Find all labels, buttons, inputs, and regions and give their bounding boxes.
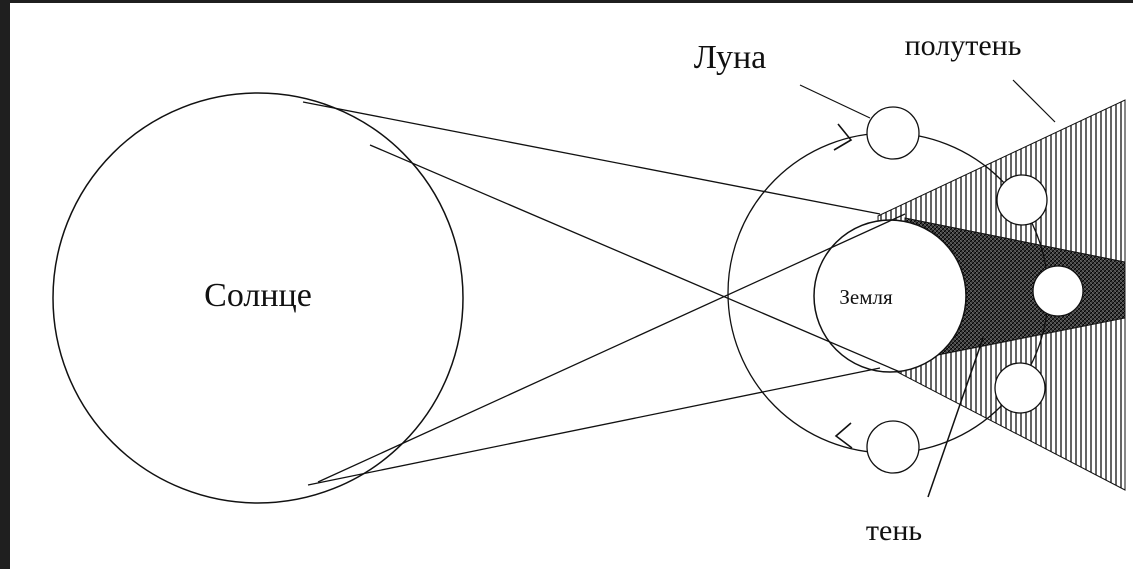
penumbra-leader-line [1013, 80, 1055, 122]
moon-lower-right [995, 363, 1045, 413]
moon-bottom [867, 421, 919, 473]
earth-label: Земля [839, 285, 893, 309]
penumbra-label: полутень [905, 29, 1022, 62]
moon-label: Луна [694, 39, 767, 76]
moon-leader-line [800, 85, 870, 118]
orbit-arrow-top [834, 124, 851, 150]
moon-top [867, 107, 919, 159]
orbit-arrow-bottom [836, 423, 852, 448]
umbra-label: тень [866, 514, 922, 547]
moon-upper-right [997, 175, 1047, 225]
moon-eclipse [1033, 266, 1083, 316]
sun-label: Солнце [204, 277, 312, 314]
